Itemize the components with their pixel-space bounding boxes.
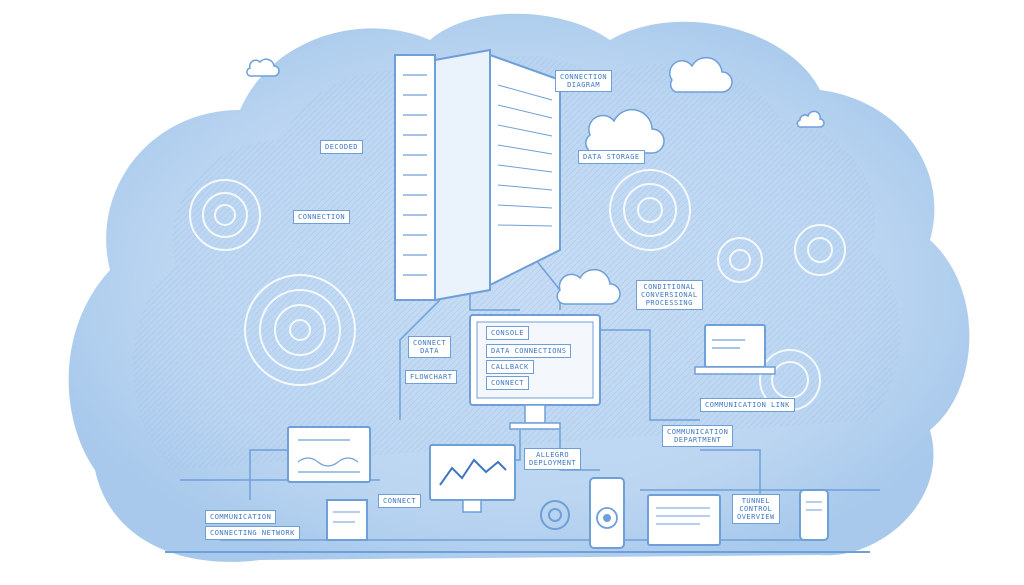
gear-icon [540, 500, 570, 530]
phone-icon [799, 489, 829, 541]
monitor-title: CONSOLE [486, 326, 530, 340]
right-strip-tag: COMMUNICATION LINK [700, 398, 795, 412]
bottom-right-tag: TUNNEL CONTROL OVERVIEW [732, 494, 780, 524]
cloud-icon [246, 56, 825, 305]
monitor-line-1: DATA CONNECTIONS [486, 344, 572, 358]
cloud-caption: DATA STORAGE [578, 150, 645, 164]
right-lower-tag: COMMUNICATION DEPARTMENT [662, 425, 734, 447]
swirl-pattern-icon [189, 169, 846, 411]
terminal-icon [326, 499, 368, 541]
left-mid-tag: DECODED [320, 140, 364, 154]
monitor-line-2: CALLBACK [486, 360, 534, 374]
bottom-mid-tag: CONNECT [378, 494, 422, 508]
line-chart-icon [429, 444, 516, 513]
monitor-icon [287, 426, 371, 483]
monitor-line-3: CONNECT [486, 376, 530, 390]
right-tag: CONDITIONAL CONVERSIONAL PROCESSING [636, 280, 703, 310]
left-console-tag: CONNECT DATA [408, 336, 452, 358]
left-console-tag-2: FLOWCHART [405, 370, 458, 384]
bottom-left-tag: COMMUNICATION [205, 510, 277, 524]
tablet-icon [647, 494, 721, 546]
server-rack-icon [394, 48, 561, 302]
left-lower-tag: CONNECTION [293, 210, 351, 224]
laptop-icon [694, 324, 776, 375]
top-server-tag: CONNECTION DIAGRAM [555, 70, 613, 92]
speaker-icon [589, 477, 625, 549]
chart-caption: ALLEGRO DEPLOYMENT [524, 448, 582, 470]
bottom-left-tag-2: CONNECTING NETWORK [205, 526, 300, 540]
